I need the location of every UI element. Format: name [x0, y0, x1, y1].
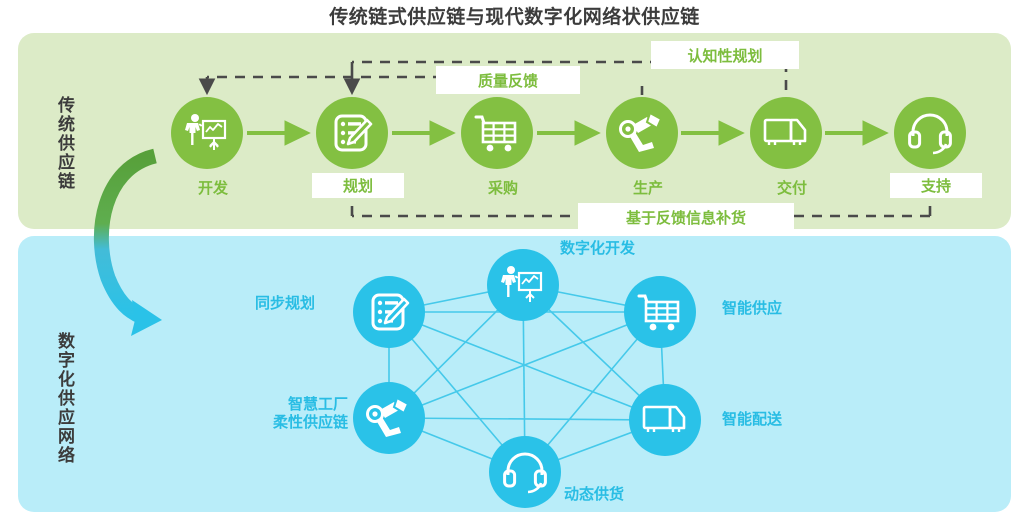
green-to-blue-curved-arrow: [94, 148, 162, 336]
chain-label-development: 开发: [197, 180, 228, 197]
presenter-chart-icon: [185, 114, 227, 150]
chain-label-support: 支持: [890, 173, 982, 198]
callout-feedback-replenishment: 基于反馈信息补货: [578, 203, 794, 231]
network-label-digital-development: 数字化开发: [560, 240, 636, 257]
network-node-dynamic-supply[interactable]: [489, 436, 561, 508]
chain-node-production[interactable]: [606, 97, 678, 169]
network-label-smart-factory-line2: 柔性供应链: [272, 414, 348, 431]
network-node-smart-supply[interactable]: [624, 276, 696, 348]
network-label-synchronized-planning: 同步规划: [255, 295, 316, 312]
chain-node-development[interactable]: [171, 97, 243, 169]
headset-icon: [908, 113, 952, 155]
chain-label-procurement: 采购: [487, 180, 518, 197]
traditional-side-label: 传统供应链: [55, 95, 74, 191]
clipboard-pencil-icon: [371, 293, 410, 331]
clipboard-pencil-icon: [334, 114, 373, 152]
network-node-smart-factory[interactable]: [353, 382, 425, 454]
shopping-cart-icon: [637, 294, 680, 331]
presenter-chart-icon: [501, 266, 543, 302]
callout-quality-feedback: 质量反馈: [436, 66, 580, 94]
chain-label-planning: 规划: [312, 173, 404, 198]
chain-node-planning[interactable]: [316, 97, 388, 169]
chain-node-support[interactable]: [894, 97, 966, 169]
delivery-truck-icon: [642, 405, 686, 432]
chain-node-procurement[interactable]: [461, 97, 533, 169]
chain-label-delivery: 交付: [776, 180, 807, 197]
headset-icon: [503, 452, 547, 494]
delivery-truck-icon: [763, 118, 807, 145]
robot-arm-icon: [619, 111, 663, 152]
network-node-smart-distribution[interactable]: [629, 384, 701, 456]
page-title: 传统链式供应链与现代数字化网络状供应链: [329, 7, 700, 28]
chain-node-delivery[interactable]: [750, 97, 822, 169]
network-label-dynamic-supply: 动态供货: [564, 486, 625, 503]
callout-cognitive-planning: 认知性规划: [651, 41, 799, 69]
network-node-digital-development[interactable]: [487, 249, 559, 321]
robot-arm-icon: [366, 396, 410, 437]
network-label-smart-supply: 智能供应: [722, 300, 783, 317]
network-label-smart-factory-line1: 智慧工厂: [287, 396, 348, 413]
chain-label-production: 生产: [632, 180, 663, 197]
network-label-smart-factory: 智慧工厂 柔性供应链: [240, 396, 348, 432]
digital-side-label: 数字化供应网络: [55, 331, 74, 465]
network-node-synchronized-planning[interactable]: [353, 276, 425, 348]
shopping-cart-icon: [474, 115, 517, 152]
network-label-smart-distribution: 智能配送: [722, 411, 783, 428]
